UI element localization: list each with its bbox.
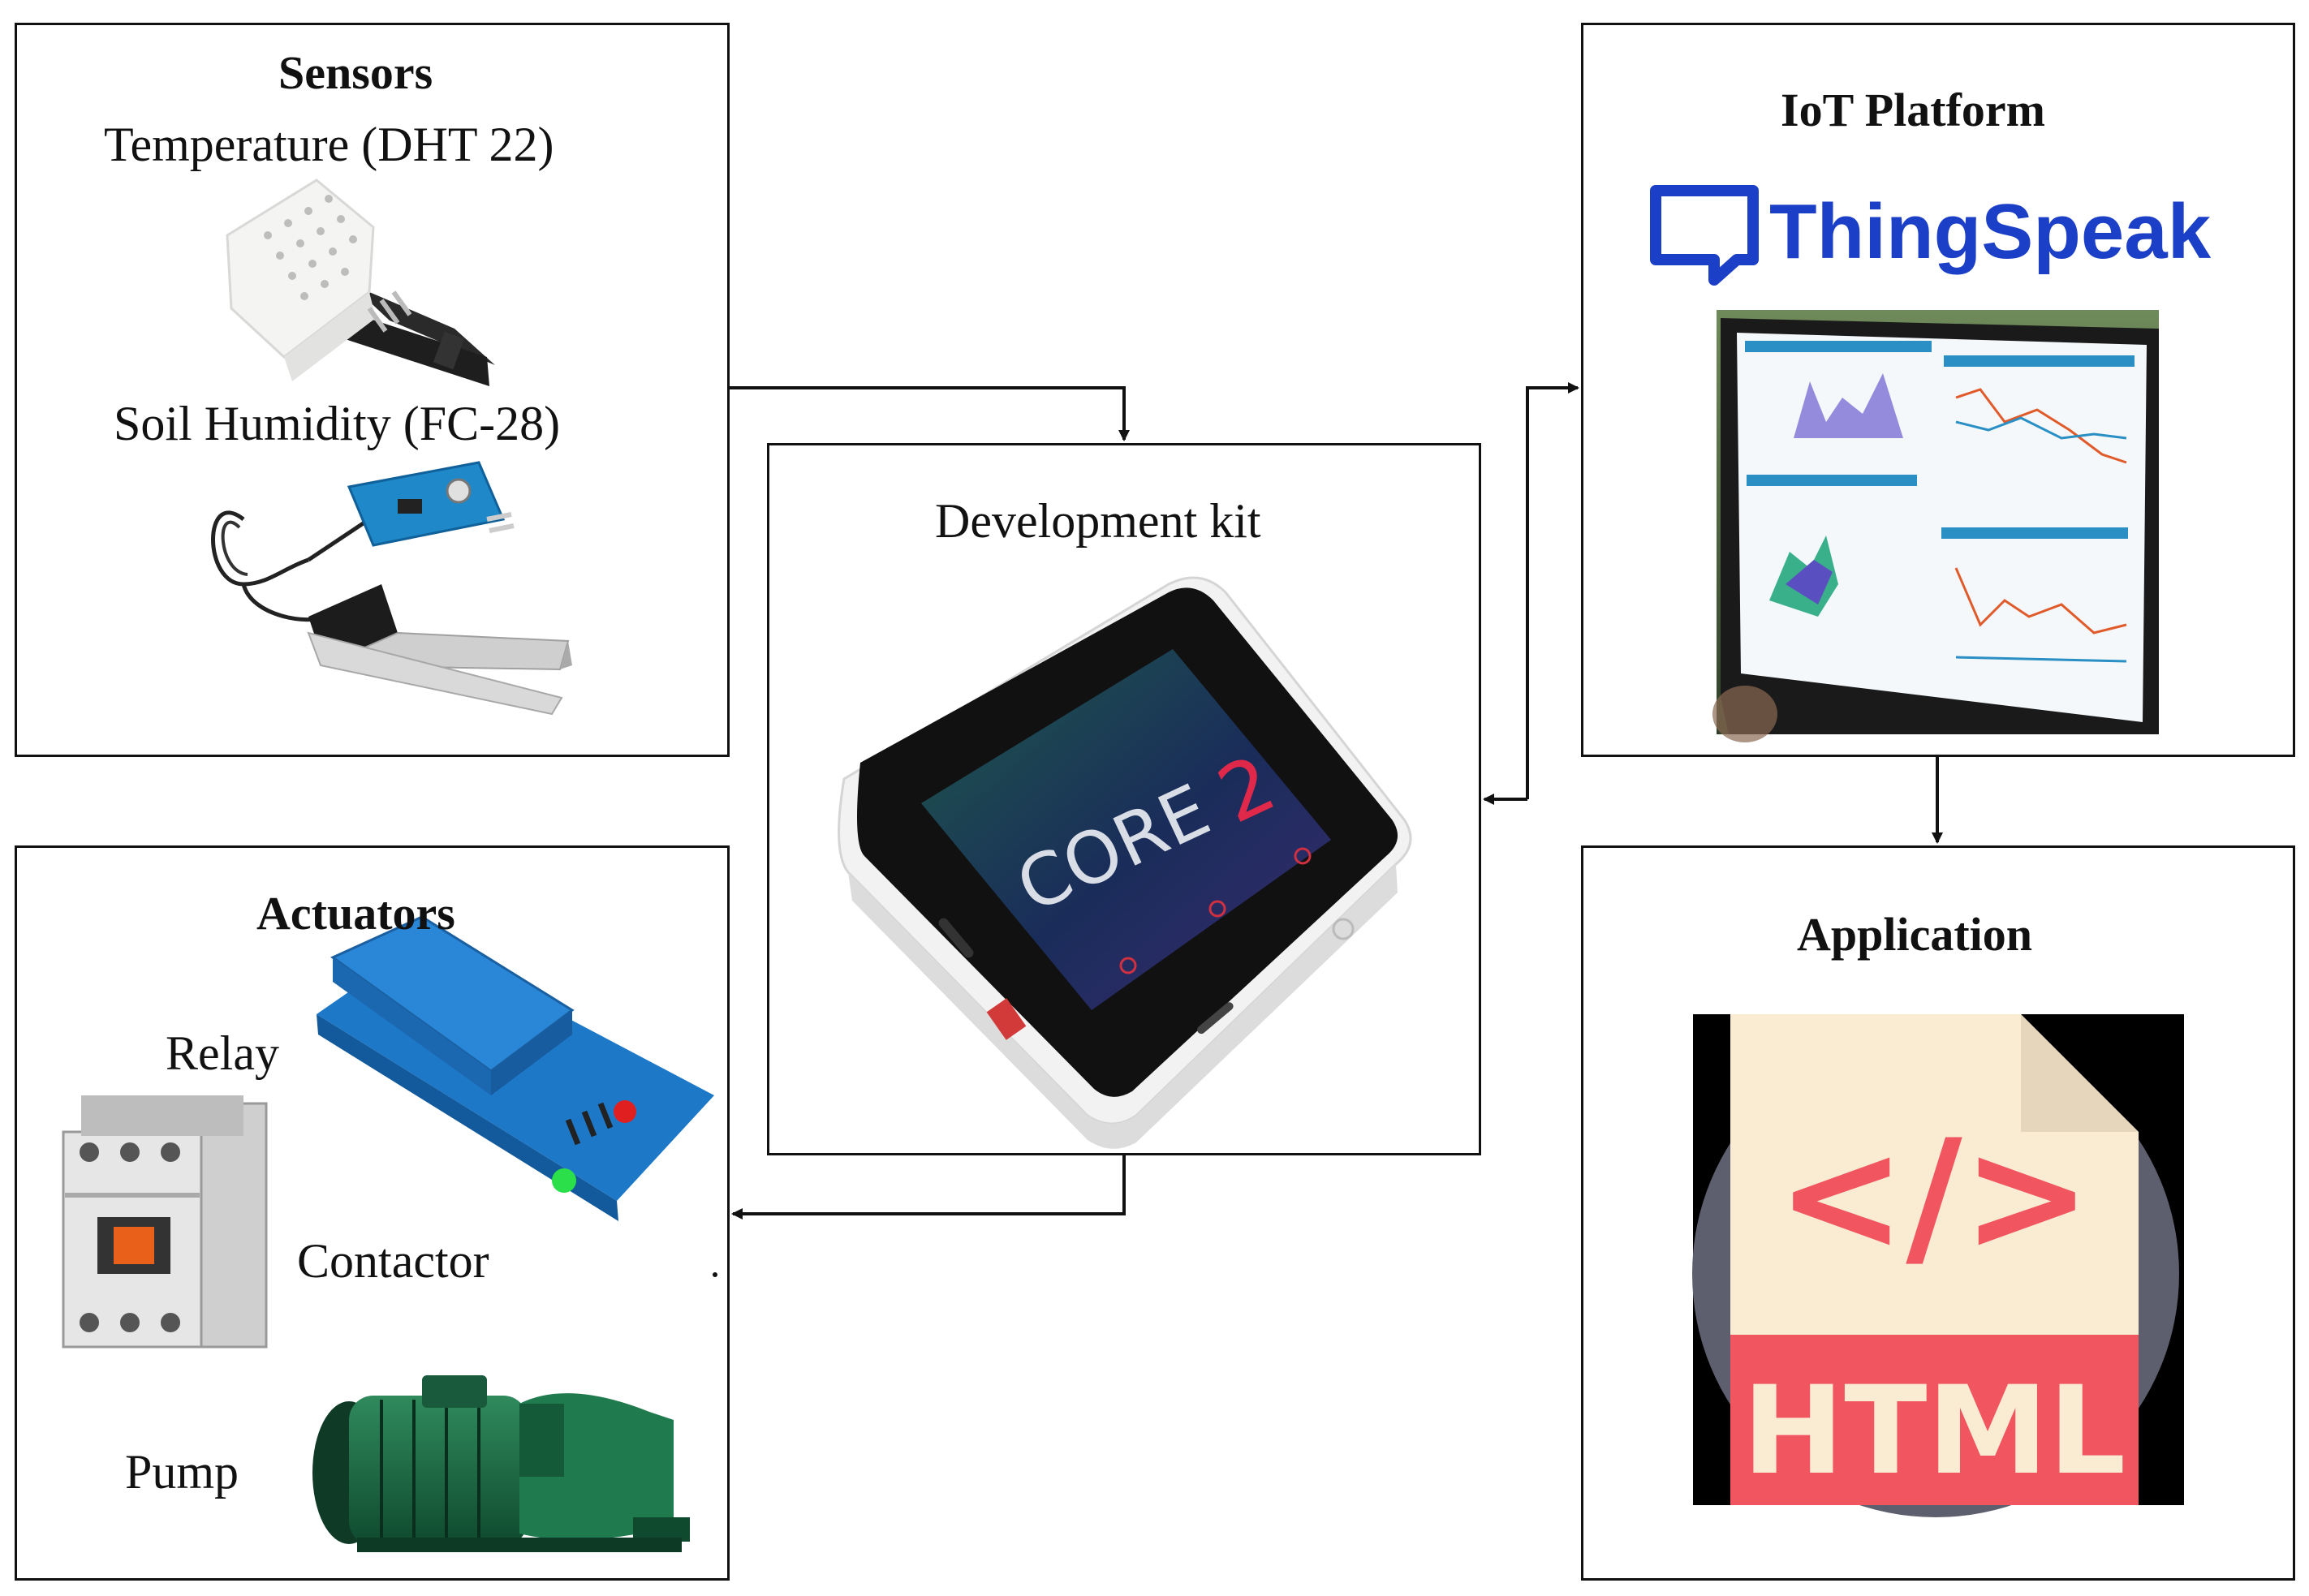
contactor-image [62,1095,268,1349]
sensor-soil-humidity-label: Soil Humidity (FC-28) [114,397,561,450]
html-icon-code: </> [1777,1107,2091,1286]
thingspeak-logo-text: ThingSpeak [1769,188,2212,275]
fc28-sensor-image [211,461,572,716]
arrow-devkit-to-actuators [731,1155,1126,1220]
pump-image [312,1375,690,1552]
iot-platform-title: IoT Platform [1781,84,2045,136]
actuator-pump-label: Pump [125,1445,239,1499]
stray-dot [713,1272,717,1277]
relay-module-image [317,915,714,1221]
sensors-title: Sensors [278,46,433,99]
actuators-title: Actuators [256,887,455,940]
application-title: Application [1797,908,2033,961]
core2-device-image: CORE 2 [838,576,1412,1149]
actuator-contactor-label: Contactor [297,1234,489,1288]
arrow-sensors-to-devkit [730,386,1130,441]
thingspeak-dashboard-image [1712,310,2159,742]
thingspeak-logo: ThingSpeak [1650,185,2212,286]
actuator-relay-label: Relay [166,1026,279,1080]
devkit-title: Development kit [935,494,1261,548]
html-icon-text: HTML [1743,1361,2126,1502]
html-file-icon: </> HTML [1692,1014,2184,1517]
dht22-sensor-image [226,179,495,386]
arrow-devkit-to-iot [1526,382,1579,799]
sensor-temperature-label: Temperature (DHT 22) [104,118,554,171]
